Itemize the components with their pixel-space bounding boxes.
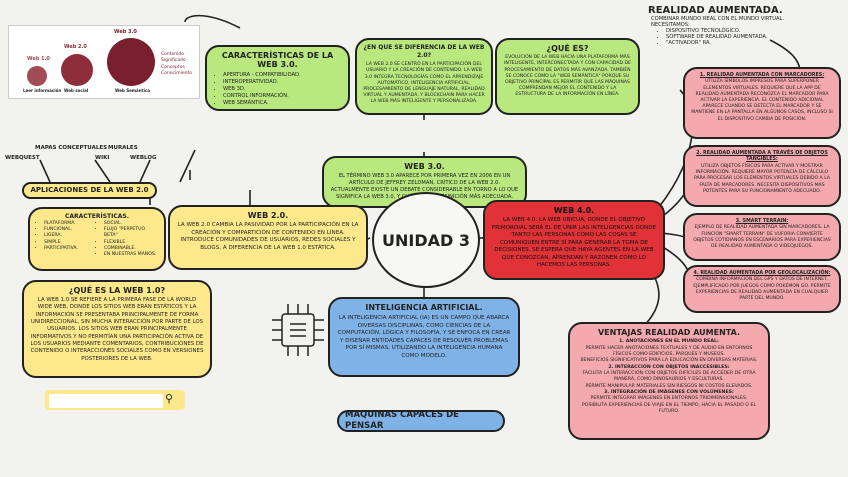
- app-wiki: WIKI: [95, 155, 109, 161]
- web40-title: WEB 4.0.: [491, 206, 657, 215]
- web30-title: WEB 3.0.: [330, 162, 519, 171]
- web40-text: LA WEB 4.0, LA WEB UBICUA, DONDE EL OBJE…: [491, 217, 657, 270]
- ia-box: INTELIGENCIA ARTIFICIAL. LA INTELIGENCIA…: [328, 297, 520, 377]
- que-es-box: ¿QUÉ ES? EVOLUCIÓN DE LA WEB HACIA UNA P…: [495, 38, 640, 115]
- diferencia-title: ¿EN QUE SE DIFERENCIA DE LA WEB 2.0?: [363, 44, 485, 60]
- ra-level-text: COMBINA INFORMACIÓN DEL GPS Y DATOS DE I…: [691, 277, 833, 302]
- aplicaciones-title: APLICACIONES DE LA WEB 2.0: [28, 186, 151, 195]
- web20-title: WEB 2.0.: [176, 211, 360, 220]
- ra-level-text: UTILIZA SÍMBOLOS IMPRESOS PARA SUPERPONE…: [691, 79, 833, 122]
- ventajas-item: PERMITE MANIPULAR MATERIALES SIN RIESGOS…: [576, 384, 762, 390]
- unidad-title: UNIDAD 3: [382, 231, 470, 250]
- web2-label: Web 2.0: [64, 44, 87, 50]
- app-webquest: WEBQUEST: [5, 155, 40, 161]
- maquinas-box: MÁQUINAS CAPACES DE PENSAR: [337, 410, 505, 432]
- ventajas-item: BENEFICIOS SIGNIFICATIVOS PARA LA EDUCAC…: [576, 358, 762, 364]
- ventajas-item: FACILITA LA INTERACCIÓN CON OBJETOS DIFÍ…: [576, 371, 762, 384]
- web3-label: Web 3.0: [114, 29, 137, 35]
- web1-box: ¿QUÉ ES LA WEB 1.0? LA WEB 1.0 SE REFIER…: [22, 280, 212, 378]
- ia-text: LA INTELIGENCIA ARTIFICIAL (IA) ES UN CA…: [336, 315, 512, 360]
- app-mapas-conceptuales: MAPAS CONCEPTUALES: [35, 145, 107, 151]
- ra-level-card: 2. REALIDAD AUMENTADA A TRAVÉS DE OBJETO…: [683, 145, 841, 207]
- web-levels-legend: Contenido Significado Conceptos Conocimi…: [161, 52, 192, 77]
- ai-chip-icon: [268, 300, 328, 360]
- diferencia-box: ¿EN QUE SE DIFERENCIA DE LA WEB 2.0? LA …: [355, 38, 493, 115]
- web1-caption: Leer información: [23, 88, 61, 93]
- ra-level-text: EJEMPLO DE REALIDAD AUMENTADA SIN MARCAD…: [691, 225, 833, 250]
- unidad-central-node: UNIDAD 3: [372, 192, 480, 288]
- list-item: APERTURA - COMPATIBILIDAD.: [223, 72, 342, 79]
- legend-item: Conocimiento: [161, 71, 192, 77]
- web-levels-illustration: Web 1.0 Web 2.0 Web 3.0 Leer información…: [8, 25, 200, 99]
- ventajas-box: VENTAJAS REALIDAD AUMENTA. 1. ANOTACIONE…: [568, 322, 770, 440]
- maquinas-title: MÁQUINAS CAPACES DE PENSAR: [345, 410, 497, 432]
- realidad-aumentada-header: REALIDAD AUMENTADA. COMBINAR MUNDO REAL …: [648, 5, 843, 46]
- list-item: INTEROPERATIVIDAD.: [223, 79, 342, 86]
- diferencia-text: LA WEB 2.0 SE CENTRÓ EN LA PARTICIPACIÓN…: [363, 62, 485, 105]
- que-es-text: EVOLUCIÓN DE LA WEB HACIA UNA PLATAFORMA…: [503, 55, 632, 98]
- web1-text: LA WEB 1.0 SE REFIERE A LA PRIMERA FASE …: [30, 297, 204, 363]
- search-icon[interactable]: ⚲: [165, 392, 173, 405]
- ra-level-card: 3. SMART TERRAIN: EJEMPLO DE REALIDAD AU…: [683, 213, 841, 261]
- web1-label: Web 1.0: [27, 56, 50, 62]
- ra-level-card: 1. REALIDAD AUMENTADA CON MARCADORES: UT…: [683, 67, 841, 139]
- search-input[interactable]: [49, 394, 163, 408]
- search-bar: ⚲: [45, 390, 185, 410]
- app-weblog: WEBLOG: [130, 155, 157, 161]
- ventajas-item: POSIBILITA EXPERIENCIAS DE VIAJE EN EL T…: [576, 403, 762, 416]
- caracteristicas-web2-box: CARACTERÍSTICAS. PLATAFORMA. FUNCIONAL. …: [28, 207, 166, 271]
- list-item: "ACTIVADOR" RA.: [666, 40, 843, 46]
- web2-caption: Web social: [64, 88, 88, 93]
- web3-caption: Web Semántica: [115, 88, 150, 93]
- caracteristicas-web3-box: CARACTERÍSTICAS DE LA WEB 3.0. APERTURA …: [205, 45, 350, 111]
- web3-circle: [107, 38, 155, 86]
- ventajas-item: PERMITE HACER ANOTACIONES TEXTUALES Y DE…: [576, 346, 762, 359]
- list-item: FLUJO "PERPETUO BETA": [104, 227, 158, 239]
- web1-circle: [27, 66, 47, 86]
- ra-level-text: UTILIZA OBJETOS FÍSICOS PARA ACTIVAR Y M…: [691, 164, 833, 195]
- web40-box: WEB 4.0. LA WEB 4.0, LA WEB UBICUA, DOND…: [483, 200, 665, 280]
- app-murales: MURALES: [108, 145, 138, 151]
- ra-level-title: 2. REALIDAD AUMENTADA A TRAVÉS DE OBJETO…: [691, 151, 833, 164]
- ra-level-card: 4. REALIDAD AUMENTADA POR GEOLOCALIZACIÓ…: [683, 265, 841, 313]
- ventajas-item: PERMITE INTEGRAR IMÁGENES EN ENTORNOS TR…: [576, 396, 762, 402]
- caracteristicas-web2-title: CARACTERÍSTICAS.: [36, 213, 158, 221]
- ventajas-title: VENTAJAS REALIDAD AUMENTA.: [576, 328, 762, 337]
- list-item: WEB SEMÁNTICA.: [223, 100, 342, 107]
- web20-box: WEB 2.0. LA WEB 2.0 CAMBIA LA PASIVIDAD …: [168, 205, 368, 270]
- web1-title: ¿QUÉ ES LA WEB 1.0?: [30, 286, 204, 295]
- aplicaciones-box: APLICACIONES DE LA WEB 2.0: [22, 182, 157, 199]
- que-es-title: ¿QUÉ ES?: [503, 44, 632, 53]
- web2-circle: [61, 54, 93, 86]
- ia-title: INTELIGENCIA ARTIFICIAL.: [336, 303, 512, 312]
- caracteristicas-web3-title: CARACTERÍSTICAS DE LA WEB 3.0.: [213, 51, 342, 69]
- realidad-aumentada-title: REALIDAD AUMENTADA.: [648, 5, 843, 16]
- web20-text: LA WEB 2.0 CAMBIA LA PASIVIDAD POR LA PA…: [176, 222, 360, 252]
- list-item: EN NUESTRAS MANOS.: [104, 252, 158, 258]
- list-item: PARTICIPATIVA.: [44, 246, 94, 252]
